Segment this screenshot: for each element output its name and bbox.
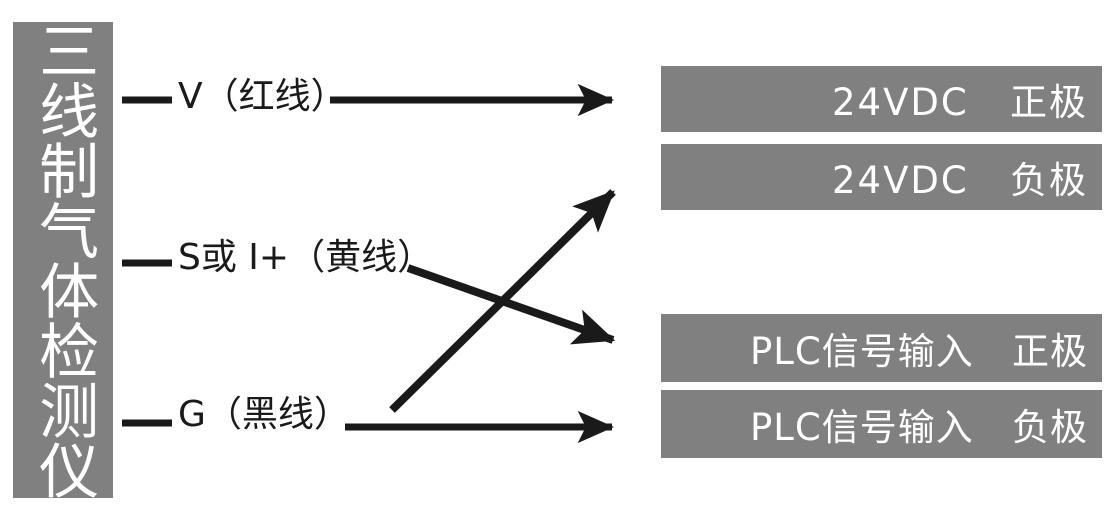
terminal-label-plc-input-negative: PLC信号输入 负极 xyxy=(749,406,1088,449)
terminal-label-24vdc-positive: 24VDC 正极 xyxy=(831,81,1088,124)
terminal-label-24vdc-negative: 24VDC 负极 xyxy=(831,159,1088,202)
wire-label-v-red: V（红线） xyxy=(178,76,347,117)
terminal-label-plc-input-positive: PLC信号输入 正极 xyxy=(749,330,1088,373)
terminal-bar-plc-input-positive: PLC信号输入 正极 xyxy=(661,314,1102,382)
terminal-bar-24vdc-negative: 24VDC 负极 xyxy=(661,144,1102,210)
terminal-bar-24vdc-positive: 24VDC 正极 xyxy=(661,66,1102,132)
device-bar-label: 三线制气体检测仪 xyxy=(28,20,99,500)
wire-label-s-yellow: S或 I+（黄线） xyxy=(178,237,434,278)
device-bar: 三线制气体检测仪 xyxy=(13,20,113,500)
wire-g-to-24vdc-negative xyxy=(389,189,616,413)
terminal-bar-plc-input-negative: PLC信号输入 负极 xyxy=(661,390,1102,458)
wire-label-g-black: G（黑线） xyxy=(178,394,350,435)
wire-s-to-plc-input-positive xyxy=(406,264,616,345)
